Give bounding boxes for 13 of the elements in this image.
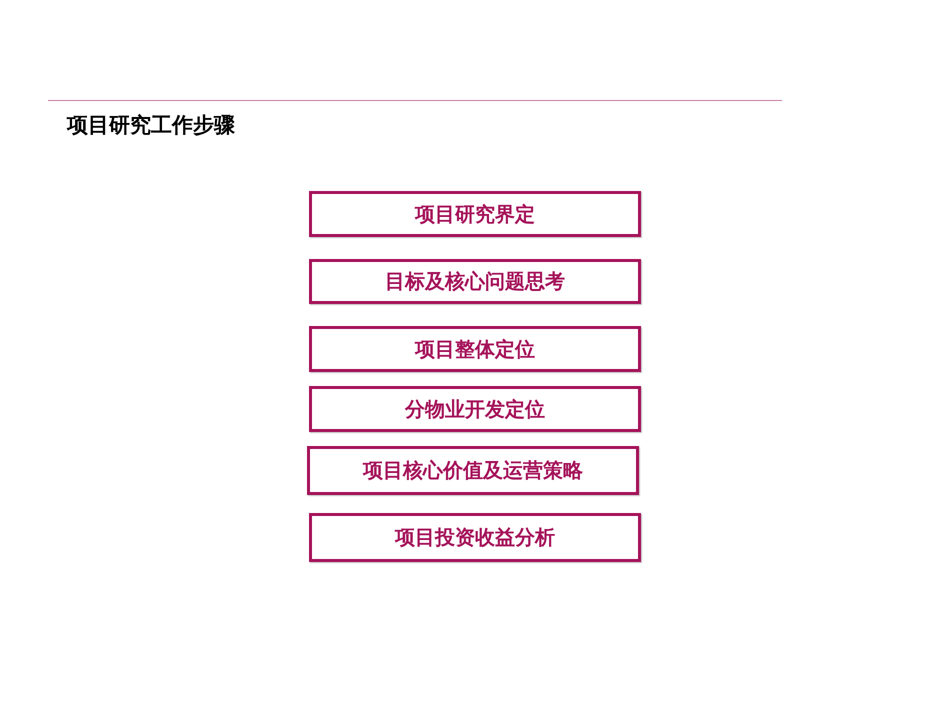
- step-label: 分物业开发定位: [405, 396, 545, 422]
- step-box: [309, 513, 641, 562]
- step-label: 目标及核心问题思考: [385, 268, 565, 295]
- step-box: [309, 191, 641, 237]
- title: 项目研究工作步骤: [67, 112, 235, 139]
- step-label: 项目研究界定: [415, 200, 535, 228]
- step-box: [309, 386, 641, 432]
- step-box: [307, 446, 639, 495]
- step-label: 项目整体定位: [415, 336, 535, 362]
- step-label: 项目投资收益分析: [395, 524, 555, 551]
- step-box: [309, 259, 641, 304]
- step-label: 项目核心价值及运营策略: [363, 457, 583, 484]
- step-box: [309, 326, 641, 372]
